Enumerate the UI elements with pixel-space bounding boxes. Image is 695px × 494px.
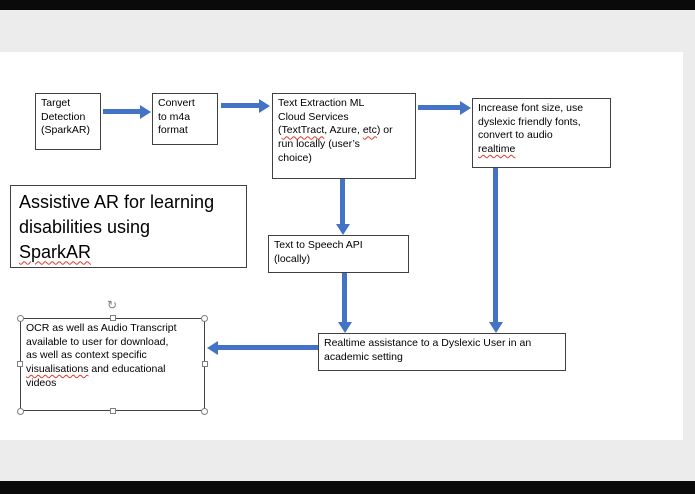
extraction-label-part: ) or run locally (user’s choice)	[278, 124, 393, 164]
arrow-increase-to-realtime[interactable]	[488, 168, 503, 333]
ocr-label-part: OCR as well as Audio Transcript availabl…	[26, 322, 177, 362]
arrow-tts-to-realtime[interactable]	[337, 273, 352, 333]
arrow-extraction-to-increase[interactable]	[418, 100, 471, 115]
title-text-box[interactable]: Assistive AR for learning disabilities u…	[10, 185, 247, 268]
arrow-extraction-to-tts[interactable]	[335, 179, 350, 235]
target-detection-label: Target Detection (SparkAR)	[41, 97, 91, 137]
selection-handle-e[interactable]	[202, 361, 208, 367]
flow-box-increase-font[interactable]: Increase font size, use dyslexic friendl…	[472, 98, 611, 168]
extraction-label-part: , Azure,	[324, 124, 363, 137]
selection-handle-sw[interactable]	[17, 408, 24, 415]
flow-box-text-extraction[interactable]: Text Extraction ML Cloud Services (TextT…	[272, 93, 416, 179]
top-black-bar	[0, 0, 695, 10]
realtime-assistance-label: Realtime assistance to a Dyslexic User i…	[324, 337, 532, 363]
slide-canvas[interactable]: Assistive AR for learning disabilities u…	[0, 52, 683, 440]
convert-m4a-label: Convert to m4a format	[158, 97, 195, 137]
title-flagged-word: SparkAR	[19, 242, 92, 263]
selection-handle-ne[interactable]	[201, 315, 208, 322]
selection-handle-nw[interactable]	[17, 315, 24, 322]
selection-handle-s[interactable]	[110, 408, 116, 414]
ocr-label-part: and educational videos	[26, 362, 166, 389]
extraction-label-part: Text Extraction ML Cloud Services (	[278, 97, 365, 137]
flow-box-realtime-assistance[interactable]: Realtime assistance to a Dyslexic User i…	[318, 333, 566, 371]
title-text: Assistive AR for learning disabilities u…	[19, 192, 215, 238]
selection-handle-n[interactable]	[110, 315, 116, 321]
flow-box-text-to-speech[interactable]: Text to Speech API (locally)	[268, 235, 409, 273]
increase-font-label-part: Increase font size, use dyslexic friendl…	[478, 102, 584, 142]
flow-box-convert-m4a[interactable]: Convert to m4a format	[152, 93, 218, 145]
flow-box-ocr-transcript[interactable]: OCR as well as Audio Transcript availabl…	[20, 318, 205, 411]
text-to-speech-label: Text to Speech API (locally)	[274, 239, 363, 265]
selection-handle-w[interactable]	[17, 361, 23, 367]
flow-box-target-detection[interactable]: Target Detection (SparkAR)	[35, 93, 101, 150]
bottom-black-bar	[0, 481, 695, 494]
arrow-realtime-to-ocr[interactable]	[207, 340, 318, 355]
extraction-flagged-texttract: TextTract	[281, 124, 325, 137]
rotate-handle-icon[interactable]: ↻	[107, 298, 118, 312]
arrow-target-to-convert[interactable]	[103, 104, 151, 119]
increase-font-flagged-realtime: realtime	[478, 142, 516, 155]
arrow-convert-to-extraction[interactable]	[221, 98, 270, 113]
ocr-flagged-visualisations: visualisations	[26, 362, 89, 375]
selection-handle-se[interactable]	[201, 408, 208, 415]
extraction-flagged-etc: etc	[362, 124, 377, 137]
